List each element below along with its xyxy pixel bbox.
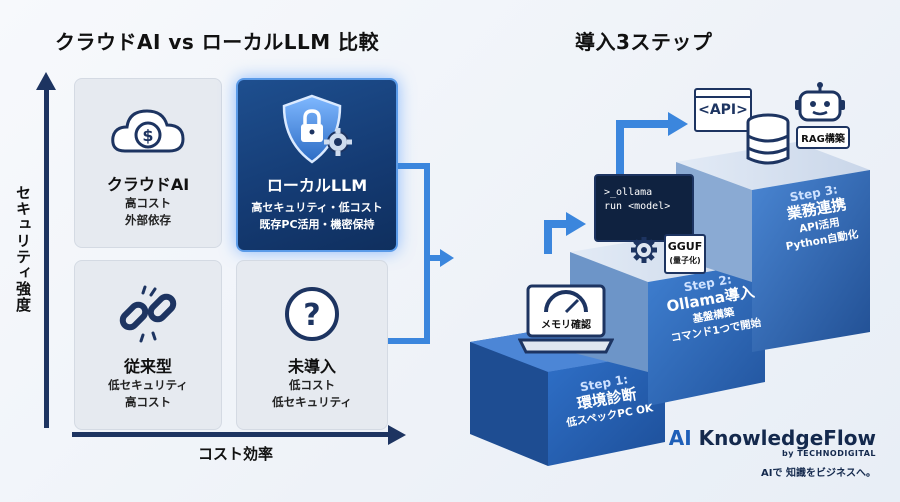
connector-line-mid: [424, 255, 442, 261]
brand-logo: AI KnowledgeFlow by TECHNODIGITAL AIで 知識…: [666, 426, 876, 479]
gguf-sub-label: (量子化): [669, 256, 701, 265]
gguf-file-icon: GGUF (量子化): [664, 234, 706, 274]
quadrant-trait: 低セキュリティ: [108, 378, 188, 392]
api-label: <API>: [698, 102, 748, 118]
svg-text:?: ?: [303, 298, 320, 333]
gear-icon: [630, 236, 658, 264]
quadrant-name: ローカルLLM: [266, 176, 368, 195]
quadrant-trait: 高セキュリティ・低コスト: [251, 201, 383, 214]
quadrant-legacy: 従来型 低セキュリティ 高コスト: [74, 260, 222, 430]
quadrant-local-llm: ローカルLLM 高セキュリティ・低コスト 既存PC活用・機密保持: [236, 78, 398, 252]
steps-title: 導入3ステップ: [575, 30, 713, 54]
quadrant-cloud-ai: $ クラウドAI 高コスト 外部依存: [74, 78, 222, 248]
quadrant-trait: 外部依存: [125, 213, 171, 227]
y-axis-line: [44, 88, 49, 428]
api-window-icon: <API>: [694, 88, 752, 132]
gguf-label: GGUF: [667, 240, 703, 253]
memory-check-label: メモリ確認: [541, 320, 591, 331]
connector-line-vertical: [424, 163, 430, 344]
step1-arrow: [544, 220, 570, 254]
connector-line-bottom: [388, 338, 428, 344]
database-icon: [744, 112, 792, 170]
quadrant-trait: 低セキュリティ: [272, 395, 352, 409]
comparison-title: クラウドAI vs ローカルLLM 比較: [55, 30, 380, 54]
question-circle-icon: ?: [281, 283, 343, 345]
y-axis-label: セキュリティ強度: [14, 185, 32, 313]
quadrant-name: クラウドAI: [106, 175, 190, 194]
x-axis-label: コスト効率: [198, 445, 274, 463]
rag-build-label: RAG構築: [796, 126, 850, 149]
quadrant-name: 未導入: [287, 357, 336, 376]
quadrant-trait: 既存PC活用・機密保持: [259, 218, 375, 231]
quadrant-name: 従来型: [123, 357, 172, 376]
robot-icon: [792, 82, 848, 140]
terminal-window: >_ollama run <model>: [594, 174, 694, 242]
svg-text:$: $: [142, 126, 153, 145]
quadrant-not-introduced: ? 未導入 低コスト 低セキュリティ: [236, 260, 388, 430]
connector-line-top: [398, 163, 428, 169]
brand-name: AI KnowledgeFlow: [668, 426, 876, 450]
y-axis-arrowhead: [36, 72, 56, 90]
quadrant-trait: 低コスト: [289, 378, 335, 392]
x-axis-line: [72, 432, 392, 437]
shield-lock-gear-icon: [272, 92, 362, 166]
quadrant-trait: 高コスト: [125, 395, 171, 409]
quadrant-trait: 高コスト: [125, 196, 171, 210]
cloud-dollar-icon: $: [107, 101, 189, 163]
x-axis-arrowhead: [388, 425, 406, 445]
laptop-icon: [517, 282, 615, 358]
broken-chain-icon: [113, 283, 183, 345]
terminal-line: >_ollama: [604, 187, 653, 198]
step2-arrow: [616, 120, 672, 174]
steps-staircase: [470, 112, 870, 466]
connector-arrowhead: [440, 249, 454, 267]
brand-tagline: AIで 知識をビジネスへ。: [761, 468, 876, 479]
terminal-line: run <model>: [604, 201, 671, 212]
brand-byline: by TECHNODIGITAL: [782, 449, 876, 458]
